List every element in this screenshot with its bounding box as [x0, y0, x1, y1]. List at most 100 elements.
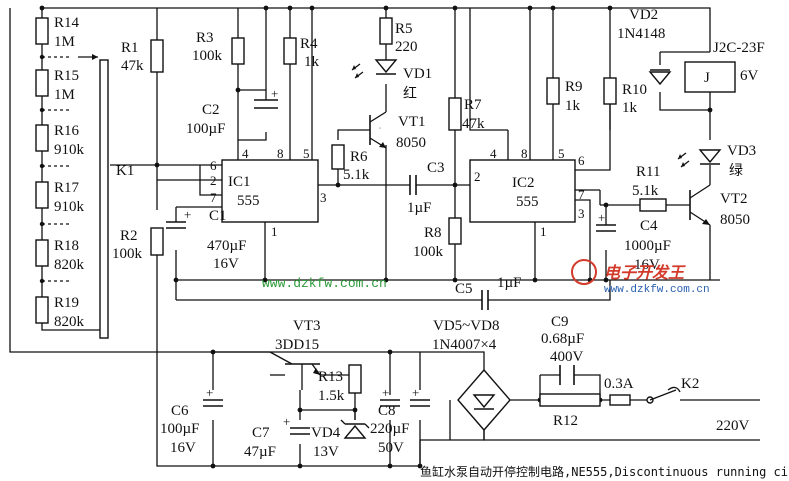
svg-text:+: +: [412, 385, 419, 400]
r2-label: R2: [120, 228, 138, 244]
vt3-part: 3DD15: [275, 337, 319, 353]
svg-text:+: +: [206, 385, 213, 400]
c5-label: C5: [455, 281, 473, 297]
r10-body: [603, 77, 617, 105]
ic2-pin6: 6: [578, 153, 585, 168]
ic1-pin5: 5: [303, 146, 310, 161]
r12-label: R12: [553, 413, 578, 429]
c6-value: 100µF: [160, 421, 200, 437]
vt2-label: VT2: [720, 191, 748, 207]
vt2-part: 8050: [720, 212, 750, 228]
ic1-pin1: 1: [271, 224, 278, 239]
r3-label: R3: [196, 30, 214, 46]
r11-value: 5.1k: [632, 183, 659, 199]
c8-voltage: 50V: [378, 440, 404, 456]
r16-value: 910k: [54, 142, 85, 158]
r14-label: R14: [54, 15, 80, 31]
r12-body: [539, 393, 601, 407]
r14-value: 1M: [54, 34, 75, 50]
labels: R14 1M R15 1M R16 910k R17 910k R18 820k…: [54, 7, 765, 460]
r7-body: [448, 97, 462, 131]
ic1-pin3: 3: [320, 190, 327, 205]
r9-label: R9: [565, 79, 583, 95]
k1-switch: [78, 54, 109, 339]
vd1-color: 红: [403, 86, 417, 102]
ic-bodies: [221, 159, 576, 223]
svg-text:+: +: [283, 414, 290, 429]
ic1-pin4: 4: [242, 146, 249, 161]
c7-value: 47µF: [244, 444, 276, 460]
r18-label: R18: [54, 238, 79, 254]
ic1-pin6: 6: [210, 158, 217, 173]
ic2-pin1: 1: [540, 224, 547, 239]
k2-label: K2: [681, 376, 699, 392]
ic2-body: [469, 159, 576, 223]
vd4-label: VD4: [311, 425, 341, 441]
r8-label: R8: [424, 225, 442, 241]
r8-value: 100k: [413, 244, 444, 260]
r13-body: [348, 364, 362, 394]
r17-label: R17: [54, 180, 80, 196]
caption: 鱼缸水泵自动开停控制电路,NE555,Discontinuous running…: [420, 464, 789, 479]
vd3-label: VD3: [727, 143, 756, 159]
r1-body: [150, 39, 164, 73]
svg-text:+: +: [382, 385, 389, 400]
relay-j: [684, 61, 736, 93]
r15-body: [35, 69, 49, 97]
c6-label: C6: [171, 403, 189, 419]
vd2-part: 1N4148: [617, 26, 665, 42]
r7-value: 47k: [462, 116, 485, 132]
r17-value: 910k: [54, 199, 85, 215]
c9-label: C9: [551, 314, 569, 330]
c4-value: 1000µF: [624, 238, 671, 254]
k1-label: K1: [116, 163, 134, 179]
r10-value: 1k: [622, 100, 638, 116]
r16-body: [35, 124, 49, 152]
ic1-pin7: 7: [210, 190, 217, 205]
ic2-ref: IC2: [512, 175, 535, 191]
r17-body: [35, 181, 49, 209]
ic2-pin3: 3: [578, 206, 585, 221]
c4-label: C4: [640, 218, 658, 234]
r4-value: 1k: [304, 54, 320, 70]
c7-label: C7: [252, 425, 270, 441]
c6-voltage: 16V: [170, 440, 196, 456]
relay-voltage: 6V: [740, 68, 759, 84]
r11-label: R11: [636, 164, 660, 180]
r2-value: 100k: [112, 246, 143, 262]
svg-text:+: +: [184, 207, 191, 222]
c2-value: 100µF: [186, 121, 226, 137]
ic1-body: [221, 159, 319, 223]
c3-value: 1µF: [407, 200, 432, 216]
ic2-pin7: 7: [578, 187, 585, 202]
ic2-pin4: 4: [490, 146, 497, 161]
r13-label: R13: [318, 369, 343, 385]
r1-value: 47k: [121, 58, 144, 74]
relay-coil: J: [704, 70, 710, 86]
c1-label: C1: [209, 208, 227, 224]
c4-voltage: 16V: [634, 257, 660, 273]
fuse-body: [609, 394, 631, 406]
c5-value: 1µF: [497, 275, 522, 291]
r8-body: [448, 217, 462, 245]
watermark-brand-site: www.dzkfw.com.cn: [604, 284, 710, 296]
svg-text:+: +: [271, 86, 278, 101]
r16-label: R16: [54, 123, 80, 139]
mains-label: 220V: [716, 418, 750, 434]
transistors: [269, 111, 711, 390]
ic1-pin2: 2: [210, 173, 217, 188]
r10-label: R10: [622, 82, 647, 98]
r5-label: R5: [395, 21, 413, 37]
vt1-label: VT1: [398, 114, 426, 130]
r5-body: [379, 17, 393, 45]
fuse-label: 0.3A: [604, 376, 634, 392]
r11-body: [639, 198, 667, 212]
c2-label: C2: [202, 102, 220, 118]
r6-body: [331, 144, 345, 170]
r18-body: [35, 239, 49, 267]
c3-label: C3: [427, 160, 445, 176]
c8-label: C8: [378, 403, 396, 419]
r15-value: 1M: [54, 87, 75, 103]
